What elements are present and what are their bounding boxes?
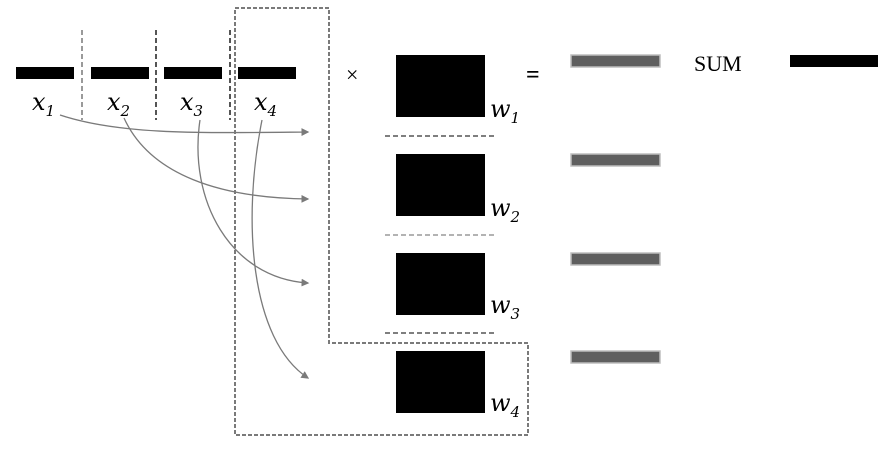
arrow-x2: [123, 117, 310, 203]
sum-result-block: [790, 55, 878, 67]
weight-block-w4: [396, 351, 485, 413]
partial-product-4: [570, 350, 661, 364]
arrow-x4: [251, 119, 310, 379]
group-outline: [234, 7, 529, 436]
input-block-x2: [91, 67, 149, 79]
partial-product-2: [570, 153, 661, 167]
input-block-x3: [164, 67, 222, 79]
weight-block-w1: [396, 55, 485, 117]
arrow-x3: [197, 119, 310, 287]
partial-product-1: [570, 54, 661, 68]
equals-sign: =: [526, 62, 540, 88]
weight-label-w3: w3: [490, 291, 520, 323]
input-label-x4: x4: [254, 88, 277, 120]
input-block-x1: [16, 67, 74, 79]
weight-block-w2: [396, 154, 485, 216]
input-label-x2: x2: [107, 88, 130, 120]
times-sign: ×: [346, 62, 358, 87]
weight-block-w3: [396, 253, 485, 315]
input-label-x1: x1: [32, 88, 55, 120]
sum-label: SUM: [694, 51, 742, 76]
weight-label-w4: w4: [490, 389, 520, 421]
weight-label-w2: w2: [490, 194, 520, 226]
input-block-x4: [238, 67, 296, 79]
input-label-x3: x3: [180, 88, 203, 120]
arrow-x1: [59, 114, 310, 136]
partial-product-3: [570, 252, 661, 266]
weight-label-w1: w1: [490, 95, 520, 127]
